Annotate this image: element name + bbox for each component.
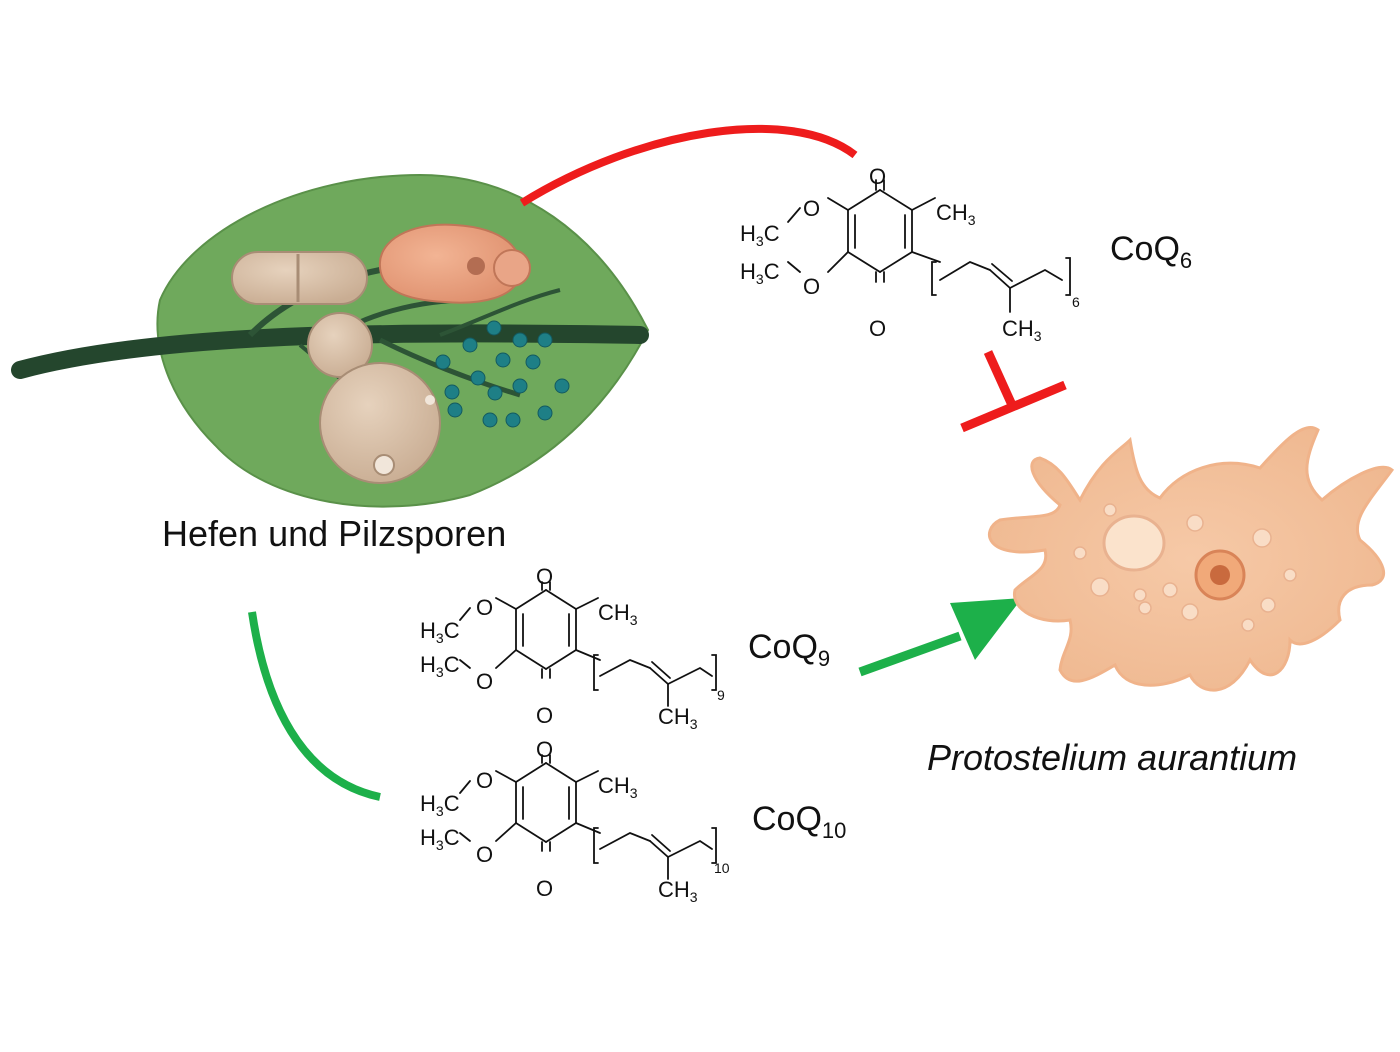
- coq10-oxygen-methoxy-2: O: [476, 842, 493, 867]
- coq9-ring: [459, 581, 717, 707]
- coq6-methoxy-2: H3C: [740, 259, 780, 287]
- coq9-oxygen-bottom: O: [536, 703, 553, 728]
- coq6-methoxy-1: H3C: [740, 221, 780, 249]
- coq6-repeat-count: 6: [1072, 294, 1080, 310]
- coq6-structure: O O O O H3C H3C CH3 CH3 6: [740, 164, 1080, 344]
- coq6-label-prefix: CoQ: [1110, 230, 1180, 268]
- inhibit-path-arrow: [519, 124, 858, 207]
- coq9-oxygen-top: O: [536, 564, 553, 589]
- coq10-methyl-ring: CH3: [598, 773, 638, 801]
- coq6-methyl-chain: CH3: [1002, 316, 1042, 344]
- coq10-ring: [459, 754, 717, 880]
- coq10-oxygen-bottom: O: [536, 876, 553, 901]
- coq10-oxygen-methoxy-1: O: [476, 768, 493, 793]
- coq10-label-sub: 10: [821, 818, 847, 843]
- coq9-structure: O O O O H3C H3C CH3 CH3 9: [420, 564, 725, 732]
- coq10-methyl-chain: CH3: [658, 877, 698, 905]
- coq10-structure: O O O O H3C H3C CH3 CH3 10: [420, 737, 730, 905]
- coq9-methoxy-1: H3C: [420, 618, 460, 646]
- coq6-oxygen-bottom: O: [869, 316, 886, 341]
- coq10-oxygen-top: O: [536, 737, 553, 762]
- coq6-label-sub: 6: [1179, 248, 1193, 273]
- coq6-oxygen-top: O: [869, 164, 886, 189]
- coq6-oxygen-methoxy-1: O: [803, 196, 820, 221]
- coq9-methyl-ring: CH3: [598, 600, 638, 628]
- coq9-oxygen-methoxy-1: O: [476, 595, 493, 620]
- coq10-methoxy-2: H3C: [420, 825, 460, 853]
- coq9-label-sub: 9: [817, 646, 831, 671]
- organism-caption: Protostelium aurantium: [927, 737, 1298, 778]
- promote-arrow-icon: [858, 598, 1022, 677]
- coq9-methoxy-2: H3C: [420, 652, 460, 680]
- fungal-spores-icon: [435, 320, 570, 428]
- coq6-label: CoQ6: [1110, 230, 1192, 274]
- coq10-label-prefix: CoQ: [752, 800, 822, 838]
- coq10-methoxy-1: H3C: [420, 791, 460, 819]
- coq9-label-prefix: CoQ: [748, 628, 818, 666]
- coq9-methyl-chain: CH3: [658, 704, 698, 732]
- coq9-label: CoQ9: [748, 628, 830, 672]
- coq6-oxygen-methoxy-2: O: [803, 274, 820, 299]
- coq6-ring: [787, 179, 1071, 313]
- coq10-label: CoQ10: [752, 800, 846, 844]
- promote-path-arrow: [248, 611, 381, 801]
- yeast-cells-icon: [231, 223, 531, 484]
- coq9-oxygen-methoxy-2: O: [476, 669, 493, 694]
- coq6-methyl-ring: CH3: [936, 200, 976, 228]
- amoeba-icon: [988, 425, 1395, 692]
- coq9-repeat-count: 9: [717, 687, 725, 703]
- inhibition-bar-icon: [960, 350, 1067, 433]
- source-caption: Hefen und Pilzsporen: [162, 513, 507, 554]
- coq10-repeat-count: 10: [714, 860, 730, 876]
